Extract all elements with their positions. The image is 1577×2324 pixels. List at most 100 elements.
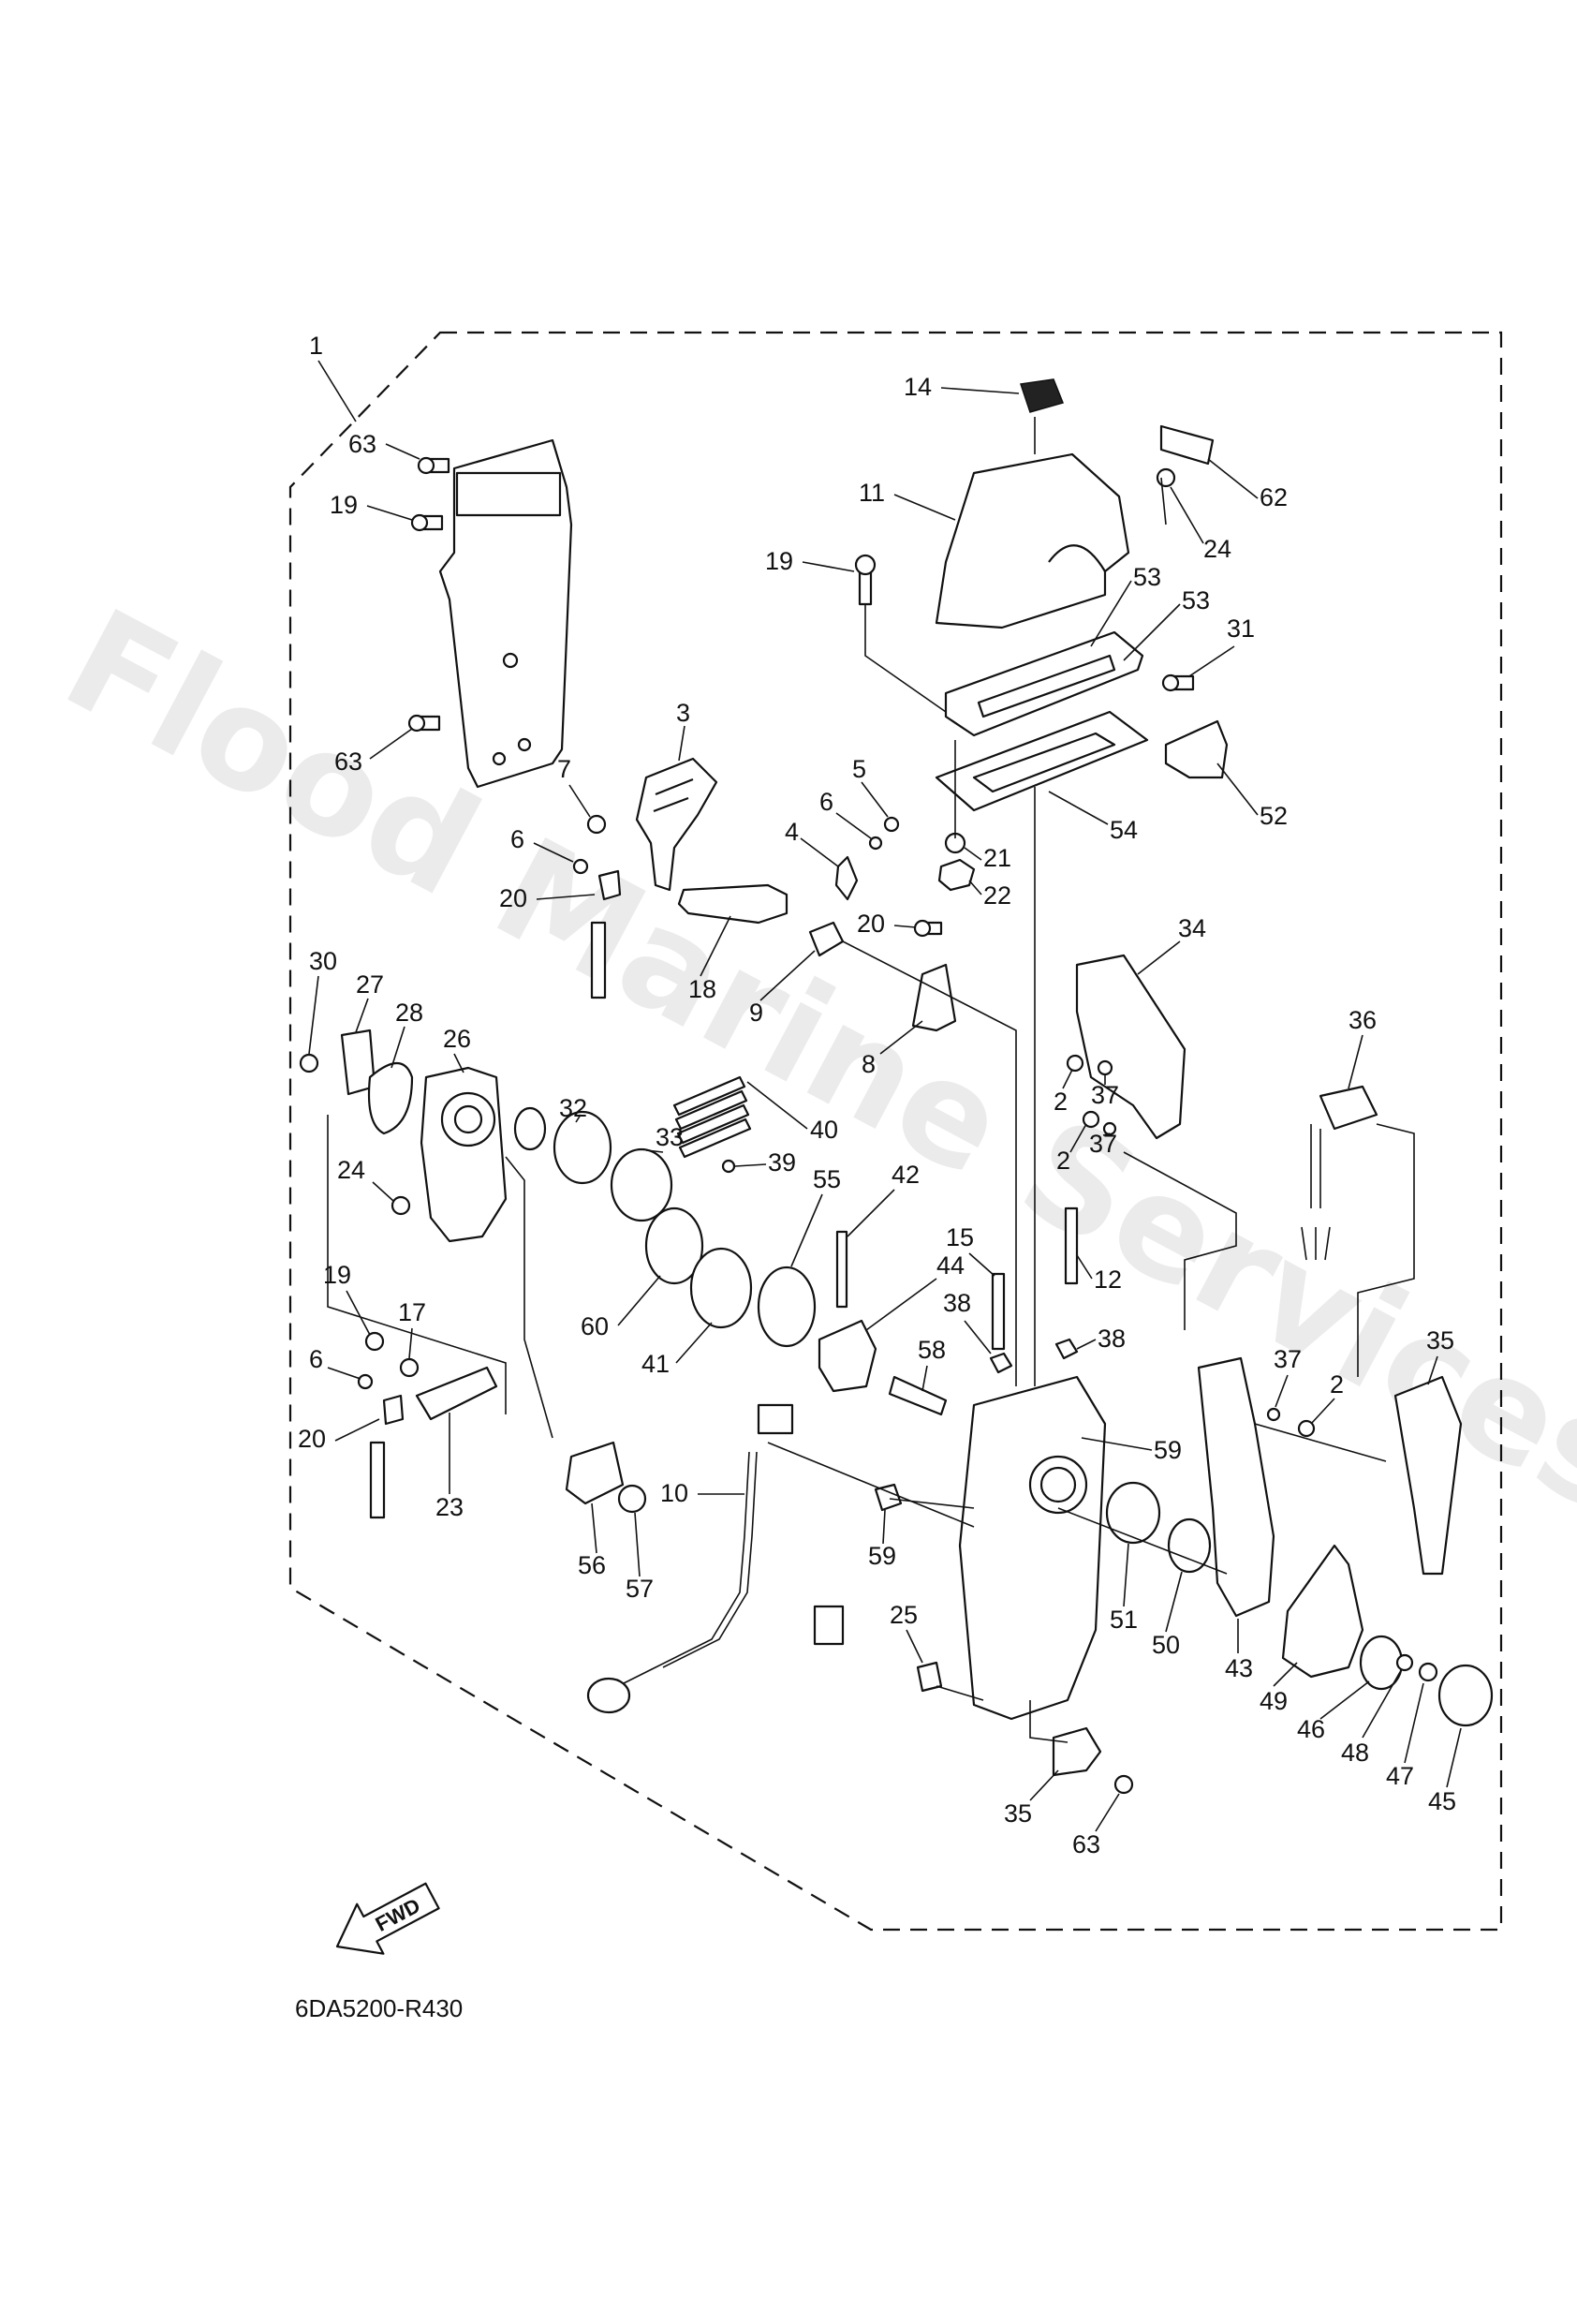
clip-20-lower — [382, 1394, 405, 1426]
part-label-16: 18 — [688, 975, 716, 1003]
spring-31 — [553, 1110, 612, 1185]
part-label-2: 2 — [1330, 1370, 1344, 1399]
part-label-50: 50 — [1152, 1631, 1180, 1659]
fwd-direction-arrow: FWD — [335, 1882, 440, 1955]
plate-28 — [367, 1062, 414, 1135]
washer-37-c — [1266, 1407, 1281, 1422]
cam-lever — [677, 883, 788, 925]
watermark: Flood Marine Services — [40, 579, 1577, 1545]
part-label-29: 30 — [309, 947, 337, 975]
part-label-6: 6 — [510, 825, 524, 853]
washer-37-a — [1097, 1059, 1113, 1076]
clip-6-left — [572, 858, 589, 875]
part-label-52: 52 — [1260, 802, 1288, 830]
bolt-63-bottom — [1113, 1774, 1134, 1795]
plug-59 — [874, 1483, 903, 1512]
part-label-15: 19 — [330, 491, 358, 519]
part-label-63: 63 — [334, 748, 362, 776]
plate-32 — [610, 1147, 673, 1222]
cover-49 — [1281, 1544, 1364, 1679]
part-label-33: 34 — [1178, 914, 1206, 942]
handle-36 — [1393, 1375, 1463, 1576]
guide-lines — [327, 417, 1415, 1743]
diagram-code: 6DA5200-R430 — [295, 1994, 463, 2022]
bolt-19-lower — [364, 1331, 385, 1352]
pin-4 — [834, 855, 859, 901]
part-label-43: 43 — [1225, 1654, 1253, 1682]
clip-6-lower — [357, 1373, 374, 1390]
cover-base-frame — [944, 630, 1144, 737]
part-label-12: 12 — [1094, 1266, 1122, 1294]
part-label-63: 63 — [348, 430, 376, 458]
part-label-7: 7 — [557, 755, 571, 783]
neutral-switch-bracket — [635, 757, 718, 892]
ball-58-left — [513, 1106, 547, 1151]
part-label-11: 11 — [859, 479, 885, 507]
nut-38-left — [989, 1352, 1013, 1374]
clamp-34 — [1052, 1726, 1102, 1777]
part-label-2: 2 — [1054, 1088, 1068, 1116]
part-label-31: 32 — [559, 1094, 587, 1122]
part-label-2: 2 — [1056, 1147, 1070, 1175]
part-label-1: 1 — [309, 332, 323, 360]
part-label-48: 48 — [1341, 1739, 1369, 1767]
part-label-44: 44 — [936, 1251, 965, 1280]
part-label-51: 51 — [1110, 1606, 1138, 1634]
part-label-41: 41 — [641, 1350, 670, 1378]
pin-42 — [835, 1230, 848, 1309]
screw-24-top — [1156, 467, 1176, 488]
part-label-6: 6 — [819, 788, 833, 816]
watermark-text: Flood Marine Services — [40, 579, 1577, 1545]
seal-61 — [644, 1206, 704, 1285]
part-label-18: 19 — [765, 547, 793, 575]
gear-housing — [420, 1066, 508, 1243]
part-label-56: 56 — [578, 1551, 606, 1579]
part-label-37: 37 — [1274, 1345, 1302, 1373]
part-label-40: 40 — [810, 1116, 838, 1144]
ring-50 — [1167, 1517, 1212, 1574]
bolt-29 — [299, 1053, 319, 1073]
part-label-19: 20 — [857, 910, 885, 938]
cover-cap — [1020, 378, 1065, 413]
clip-5 — [883, 816, 900, 833]
part-label-37: 37 — [1091, 1081, 1119, 1109]
part-label-53: 53 — [1133, 563, 1161, 591]
spring-14 — [991, 1272, 1006, 1351]
part-label-54: 54 — [1110, 816, 1138, 844]
part-label-4: 4 — [785, 818, 799, 846]
top-cover — [935, 452, 1130, 629]
part-label-17: 17 — [398, 1298, 426, 1326]
switch-56 — [565, 1441, 625, 1505]
part-label-25: 25 — [890, 1601, 918, 1629]
wire-harness — [586, 1403, 845, 1714]
gear-44 — [818, 1319, 877, 1393]
gasket-plate — [935, 710, 1149, 812]
gear-41 — [689, 1247, 753, 1329]
trim-piece — [1159, 424, 1215, 466]
washer-17 — [399, 1357, 420, 1378]
screw-18 — [854, 554, 877, 606]
clip-6-top — [868, 836, 883, 851]
part-label-62: 62 — [1260, 483, 1288, 511]
part-label-13: 14 — [904, 373, 932, 401]
clip-25 — [916, 1661, 943, 1693]
bracket-8 — [911, 963, 957, 1032]
ball-39 — [721, 1159, 736, 1174]
stud-left-lower — [369, 1441, 386, 1519]
part-label-39: 39 — [768, 1148, 796, 1177]
part-label-45: 45 — [1428, 1787, 1456, 1815]
part-label-32: 33 — [656, 1123, 684, 1151]
bolt-19-top — [913, 919, 943, 938]
washer-55 — [757, 1266, 817, 1348]
bolt-63-top — [417, 456, 450, 475]
part-label-14: 15 — [946, 1223, 974, 1251]
stud-left-top — [590, 921, 607, 999]
part-label-60: 59 — [1154, 1436, 1182, 1464]
washer-37-b — [1102, 1121, 1117, 1136]
part-labels: 1 63 19 63 14 11 62 24 19 53 53 31 3 5 7… — [298, 332, 1462, 1858]
part-label-24: 24 — [1203, 535, 1231, 563]
part-label-34: 35 — [1004, 1799, 1032, 1828]
part-label-49: 49 — [1260, 1687, 1288, 1715]
part-label-19: 19 — [323, 1261, 351, 1289]
